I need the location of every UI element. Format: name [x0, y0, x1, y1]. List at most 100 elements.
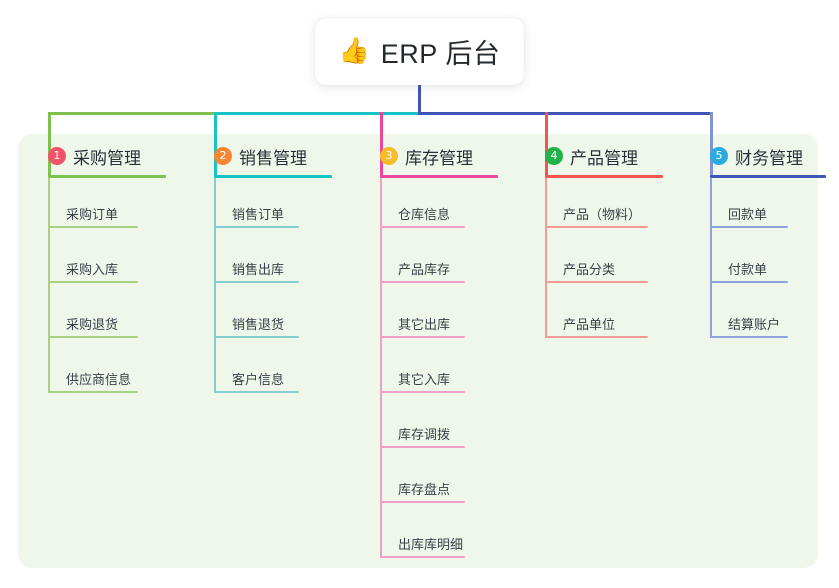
- leaf-item[interactable]: 客户信息: [196, 343, 346, 398]
- branch-drop-connector-3: [380, 112, 383, 177]
- leaf-item-underline: [545, 336, 648, 338]
- branch-title-label: 产品管理: [570, 148, 638, 168]
- leaf-item-underline: [380, 281, 465, 283]
- leaf-item[interactable]: 销售订单: [196, 178, 346, 233]
- leaf-item-label: 付款单: [728, 262, 768, 277]
- branch-number-badge: 3: [380, 147, 398, 165]
- leaf-item-underline: [380, 336, 465, 338]
- leaf-item-label: 采购订单: [66, 207, 119, 222]
- leaf-item[interactable]: 其它出库: [362, 288, 512, 343]
- leaf-item-underline: [380, 391, 465, 393]
- branch-underline: [710, 175, 826, 178]
- leaf-item-label: 采购退货: [66, 317, 119, 332]
- leaf-item-underline: [214, 391, 299, 393]
- leaf-item-underline: [214, 226, 299, 228]
- leaf-item-underline: [710, 226, 788, 228]
- leaf-item[interactable]: 采购退货: [30, 288, 180, 343]
- diagram-canvas-panel: [18, 134, 818, 568]
- branch-items-list: 回款单付款单结算账户: [692, 178, 822, 343]
- leaf-item[interactable]: 仓库信息: [362, 178, 512, 233]
- branch-items-list: 采购订单采购入库采购退货供应商信息: [30, 178, 180, 398]
- branch-items-list: 销售订单销售出库销售退货客户信息: [196, 178, 346, 398]
- leaf-item-label: 产品分类: [563, 262, 616, 277]
- leaf-item-label: 客户信息: [232, 372, 285, 387]
- branch-items-list: 仓库信息产品库存其它出库其它入库库存调拨库存盘点出库库明细: [362, 178, 512, 563]
- leaf-item-underline: [545, 281, 648, 283]
- leaf-item-label: 结算账户: [728, 317, 781, 332]
- leaf-item[interactable]: 结算账户: [692, 288, 822, 343]
- leaf-item-label: 销售出库: [232, 262, 285, 277]
- branch-spine-connector: [214, 178, 216, 393]
- leaf-item-underline: [545, 226, 648, 228]
- thumbs-up-icon: 👍: [338, 37, 370, 65]
- leaf-item-underline: [48, 281, 138, 283]
- leaf-item-underline: [48, 391, 138, 393]
- bus-segment-1: [48, 112, 217, 115]
- leaf-item[interactable]: 供应商信息: [30, 343, 180, 398]
- leaf-item[interactable]: 采购订单: [30, 178, 180, 233]
- branch-spine-connector: [545, 178, 547, 338]
- leaf-item-label: 库存调拨: [398, 427, 451, 442]
- leaf-item-underline: [380, 501, 465, 503]
- leaf-item-underline: [214, 281, 299, 283]
- branch-number-badge: 4: [545, 147, 563, 165]
- leaf-item-label: 供应商信息: [66, 372, 132, 387]
- leaf-item-label: 产品（物料）: [563, 207, 642, 222]
- branch-spine-connector: [48, 178, 50, 393]
- leaf-item-label: 回款单: [728, 207, 768, 222]
- branch-header-2[interactable]: 2 销售管理: [196, 144, 346, 168]
- leaf-item[interactable]: 出库库明细: [362, 508, 512, 563]
- leaf-item-label: 产品单位: [563, 317, 616, 332]
- branch-number-badge: 2: [214, 147, 232, 165]
- root-node-erp-backend[interactable]: 👍 ERP 后台: [315, 18, 524, 85]
- branch-title-label: 财务管理: [735, 148, 803, 168]
- leaf-item[interactable]: 库存调拨: [362, 398, 512, 453]
- leaf-item[interactable]: 其它入库: [362, 343, 512, 398]
- branch-items-list: 产品（物料） 产品分类产品单位: [527, 178, 677, 343]
- leaf-item-underline: [380, 446, 465, 448]
- leaf-item[interactable]: 采购入库: [30, 233, 180, 288]
- branch-underline: [380, 175, 498, 178]
- leaf-item[interactable]: 销售出库: [196, 233, 346, 288]
- leaf-item-underline: [710, 336, 788, 338]
- branch-column-3: 3 库存管理仓库信息产品库存其它出库其它入库库存调拨库存盘点出库库明细: [362, 144, 512, 563]
- branch-underline: [48, 175, 166, 178]
- leaf-item-label: 仓库信息: [398, 207, 451, 222]
- leaf-item[interactable]: 产品（物料）: [527, 178, 677, 233]
- branch-header-4[interactable]: 4 产品管理: [527, 144, 677, 168]
- leaf-item-underline: [48, 336, 138, 338]
- leaf-item[interactable]: 付款单: [692, 233, 822, 288]
- leaf-item[interactable]: 产品库存: [362, 233, 512, 288]
- root-node-title: ERP 后台: [380, 39, 501, 69]
- branch-underline: [214, 175, 332, 178]
- branch-drop-connector-5: [710, 112, 713, 177]
- branch-title-label: 销售管理: [239, 148, 307, 168]
- leaf-item[interactable]: 销售退货: [196, 288, 346, 343]
- leaf-item-label: 采购入库: [66, 262, 119, 277]
- leaf-item[interactable]: 库存盘点: [362, 453, 512, 508]
- branch-title-label: 库存管理: [405, 148, 473, 168]
- branch-drop-connector-4: [545, 112, 548, 177]
- leaf-item-label: 产品库存: [398, 262, 451, 277]
- leaf-item-label: 销售订单: [232, 207, 285, 222]
- leaf-item-label: 出库库明细: [398, 537, 464, 552]
- leaf-item-underline: [710, 281, 788, 283]
- branch-number-badge: 5: [710, 147, 728, 165]
- branch-column-2: 2 销售管理销售订单销售出库销售退货客户信息: [196, 144, 346, 398]
- root-trunk-connector: [418, 85, 421, 112]
- leaf-item-label: 其它入库: [398, 372, 451, 387]
- branch-drop-connector-1: [48, 112, 51, 177]
- leaf-item-underline: [380, 556, 465, 558]
- bus-segment-2: [214, 112, 421, 115]
- leaf-item[interactable]: 产品分类: [527, 233, 677, 288]
- branch-drop-connector-2: [214, 112, 217, 177]
- branch-header-3[interactable]: 3 库存管理: [362, 144, 512, 168]
- branch-header-5[interactable]: 5 财务管理: [692, 144, 822, 168]
- leaf-item[interactable]: 回款单: [692, 178, 822, 233]
- branch-column-4: 4 产品管理产品（物料） 产品分类产品单位: [527, 144, 677, 343]
- branch-spine-connector: [380, 178, 382, 558]
- leaf-item-label: 库存盘点: [398, 482, 451, 497]
- leaf-item[interactable]: 产品单位: [527, 288, 677, 343]
